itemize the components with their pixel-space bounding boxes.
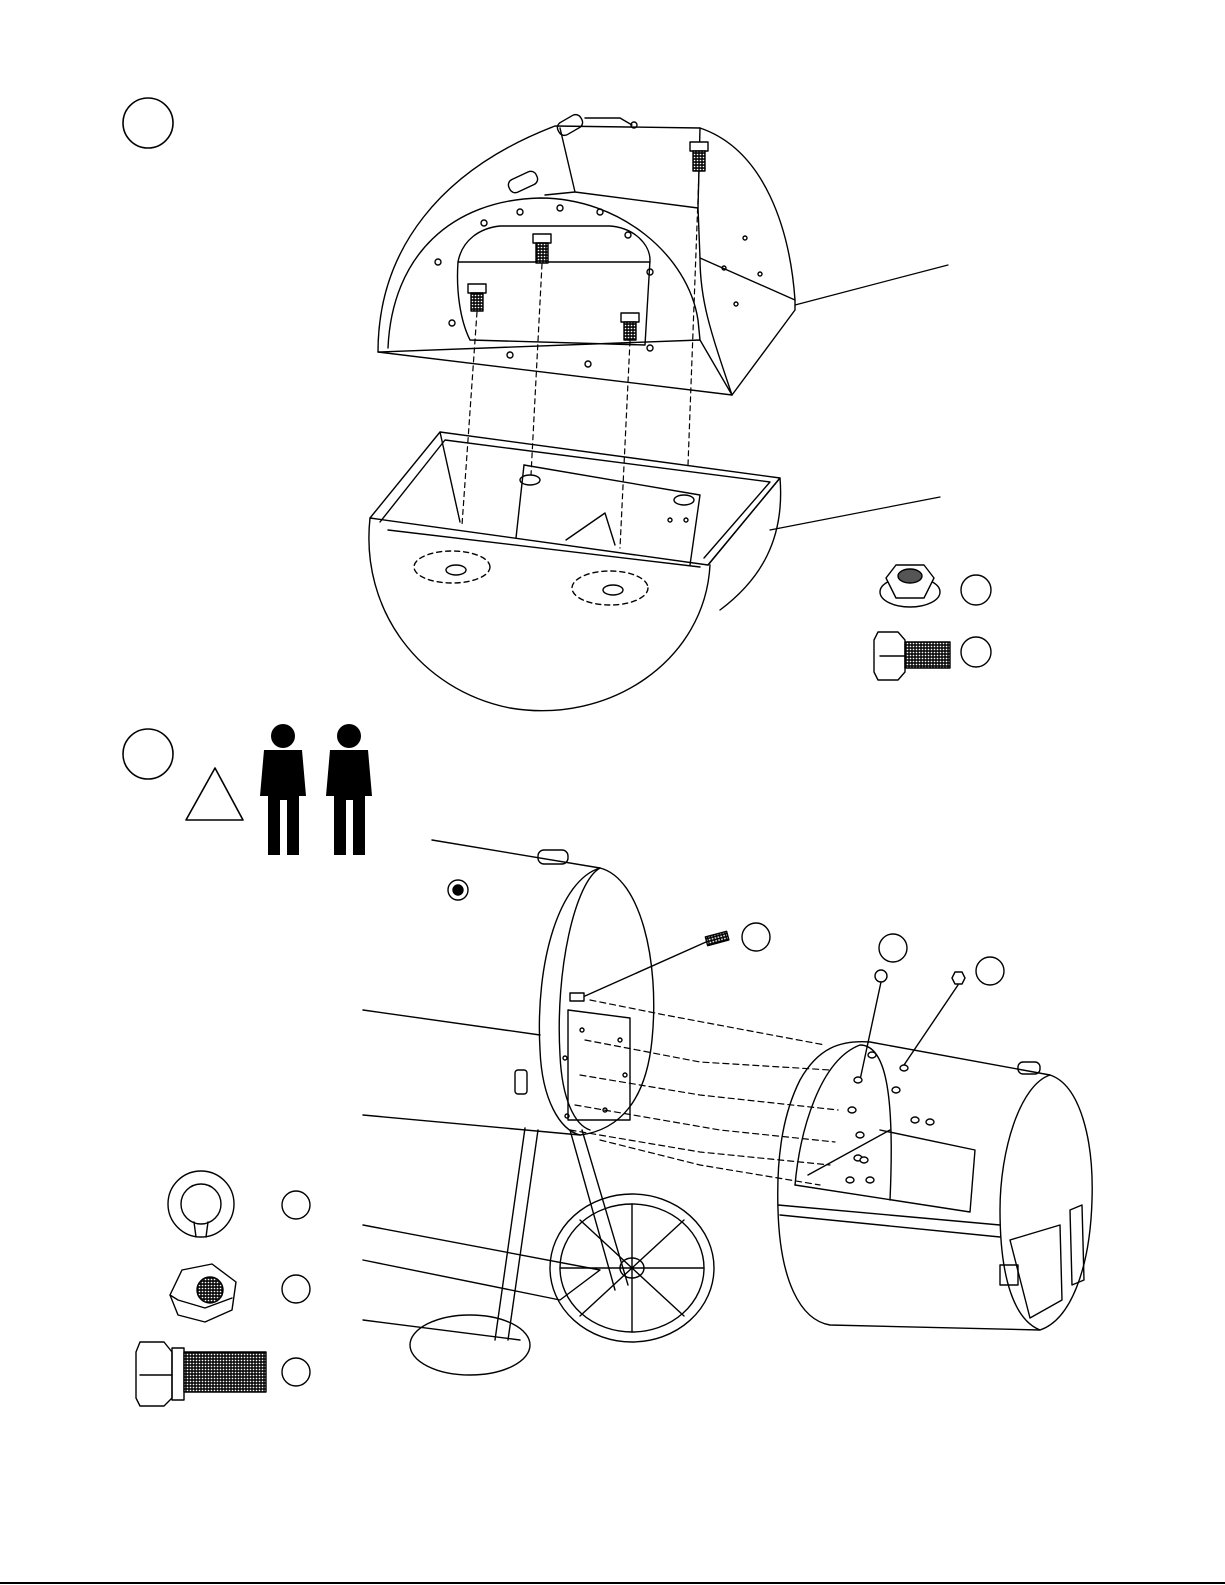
- flange-nut-icon: [880, 565, 940, 607]
- bolt-left: [468, 284, 486, 311]
- step-1-marker: [123, 98, 173, 148]
- firebox-top-half: [378, 112, 795, 395]
- bolt-center: [533, 234, 551, 263]
- page-footer-rule: [0, 1582, 1225, 1584]
- warning-triangle-icon: [186, 768, 243, 820]
- bolt-top: [690, 142, 708, 171]
- grill-stand-and-wheel: [363, 1128, 714, 1375]
- hex-nut-icon: [170, 1264, 236, 1322]
- hex-nut-callout: [282, 1275, 310, 1303]
- step-1-bolts: [468, 142, 708, 340]
- washer-detail: [875, 970, 887, 982]
- nut-detail: [952, 972, 965, 984]
- step-1-leader-lines: [770, 265, 948, 530]
- lock-washer-icon: [168, 1171, 234, 1237]
- hex-bolt-callout-large: [282, 1358, 310, 1386]
- firebox-assembled: [778, 1042, 1092, 1330]
- hex-bolt-callout-small: [961, 637, 991, 667]
- firebox-bottom-half: [369, 432, 781, 711]
- bolt-right: [621, 313, 639, 340]
- step-2-bolt-callout-circle: [742, 923, 770, 951]
- hex-bolt-icon-large: [136, 1342, 266, 1406]
- cooking-chamber: [363, 840, 654, 1135]
- washer-leader: [860, 982, 881, 1080]
- lock-washer-callout: [282, 1191, 310, 1219]
- step-2-nut-callout-circle: [976, 957, 1004, 985]
- step-2-bolt-callout: [570, 931, 729, 1001]
- two-person-lift-icon: [260, 724, 372, 855]
- step-2-washer-callout-circle: [879, 934, 907, 962]
- step-1-guide-lines: [462, 172, 699, 548]
- step-2-marker: [123, 729, 173, 779]
- step-2-guide-lines: [570, 1000, 838, 1185]
- flange-nut-callout: [961, 575, 991, 605]
- hex-bolt-icon-small: [874, 632, 950, 680]
